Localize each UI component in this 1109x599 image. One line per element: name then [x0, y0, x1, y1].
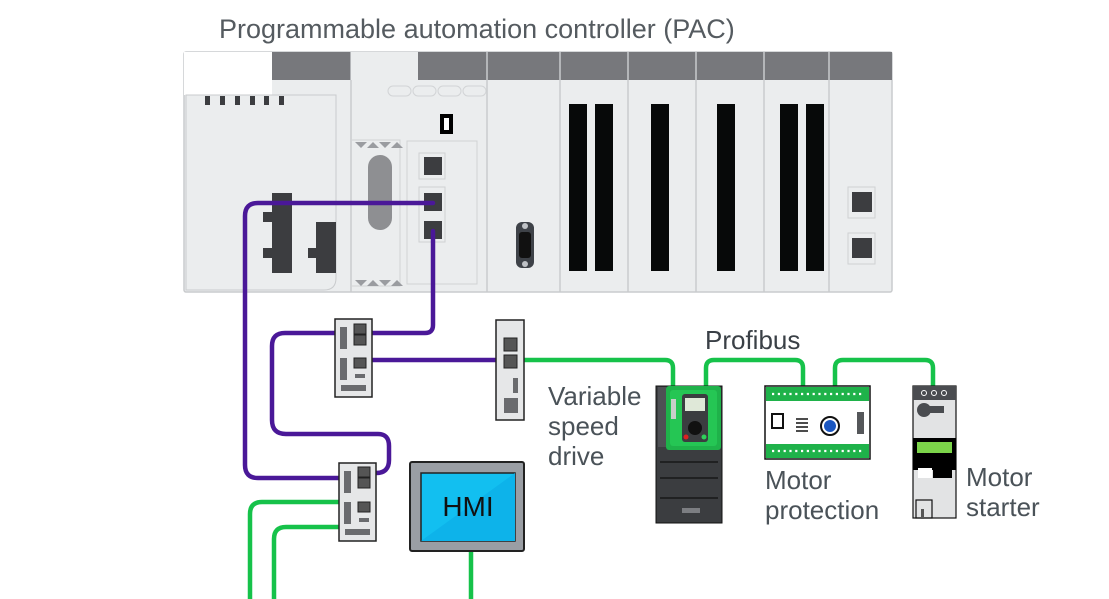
motor-protection-device [764, 385, 871, 460]
variable-speed-drive-label: Variable speed drive [548, 381, 641, 471]
serial-port [516, 222, 534, 268]
vsd-label-line2: speed [548, 411, 619, 442]
ethernet-switch-1 [334, 318, 373, 398]
vsd-label-line1: Variable [548, 381, 642, 411]
motor-starter-label: Motor starter [966, 462, 1040, 522]
ethernet-cables [242, 200, 499, 481]
profibus-label: Profibus [705, 325, 801, 355]
cpu-module [350, 52, 534, 292]
motor-starter-device [912, 385, 957, 519]
profibus-cables [247, 357, 936, 599]
motor-starter-line2: starter [966, 492, 1040, 523]
cpu-ethernet-ports [418, 152, 446, 243]
ethernet-switch-2 [338, 462, 377, 542]
pac-title: Programmable automation controller (PAC) [219, 14, 735, 44]
memory-card-slot [368, 155, 392, 230]
power-connector [263, 193, 336, 273]
io-terminal-blocks [569, 104, 824, 271]
pac-rack [183, 51, 893, 293]
hmi-panel [409, 461, 525, 552]
hmi-label: HMI [442, 491, 494, 522]
variable-speed-drive [655, 385, 723, 524]
motor-protection-line1: Motor [765, 465, 832, 495]
power-supply-module [185, 94, 337, 291]
io-modules [559, 52, 830, 292]
motor-protection-label: Motor protection [765, 465, 879, 525]
comm-module-ports [847, 186, 876, 265]
profibus-gateway [495, 319, 525, 421]
vsd-label-line3: drive [548, 441, 605, 472]
motor-protection-line2: protection [765, 495, 880, 526]
motor-starter-line1: Motor [966, 462, 1033, 492]
